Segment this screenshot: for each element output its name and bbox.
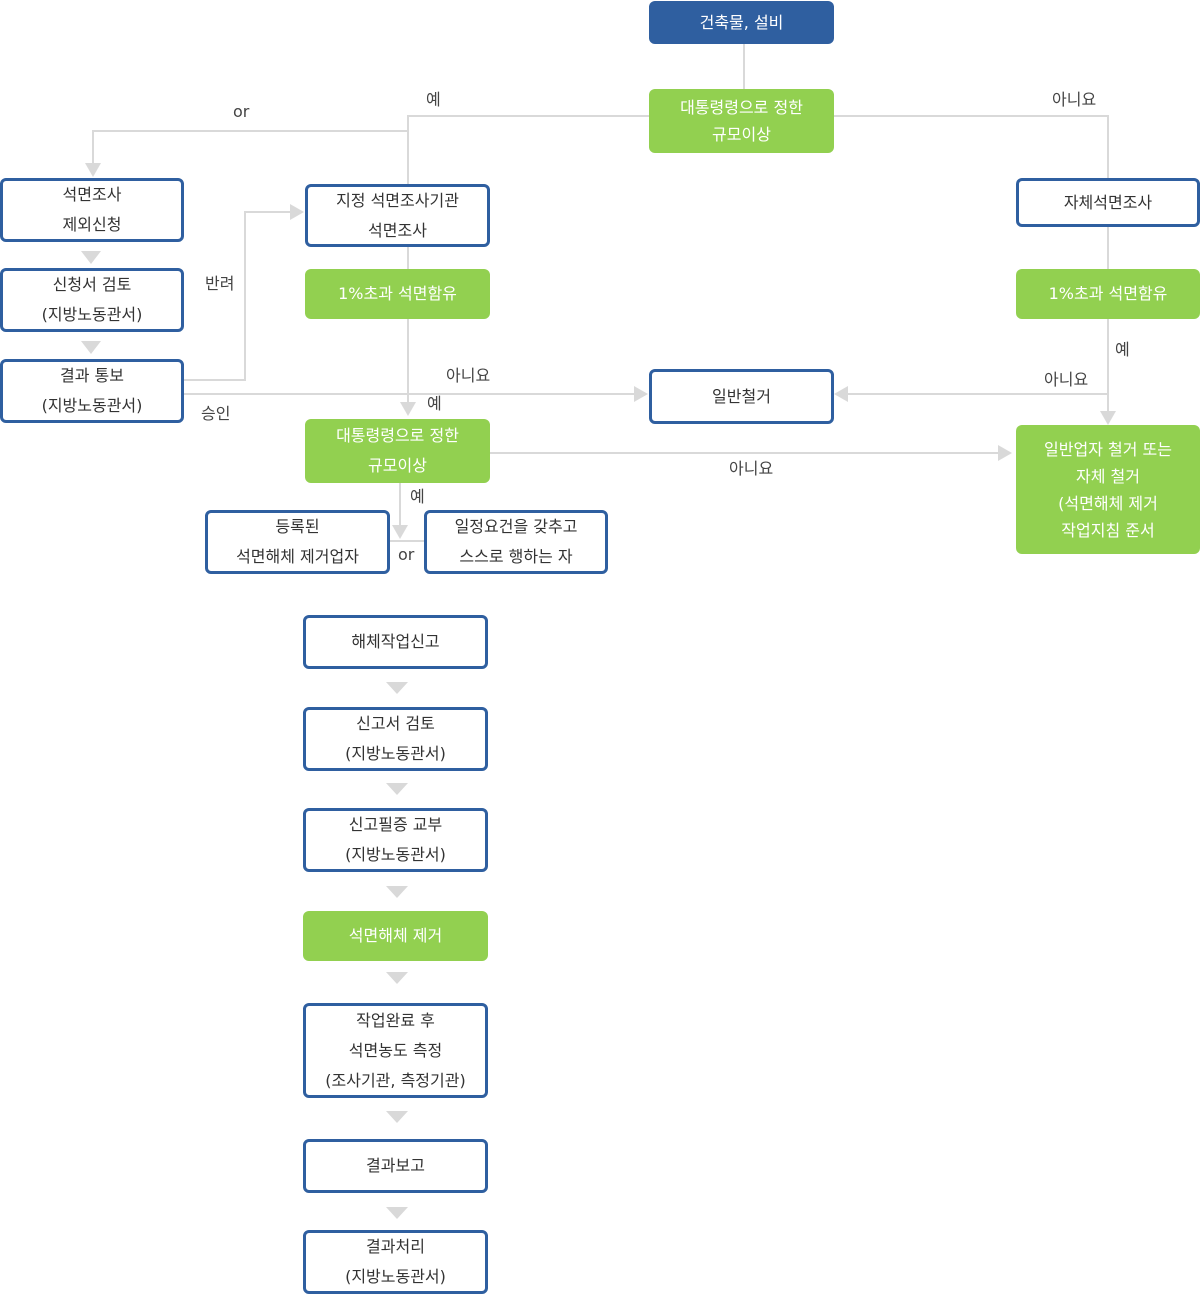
label-yes-scale: 예 bbox=[410, 487, 425, 506]
node-text: 신청서 검토 bbox=[52, 275, 132, 294]
chevron-down-icon bbox=[81, 341, 101, 354]
node-text: 신고필증 교부 bbox=[348, 815, 443, 834]
node-text: (지방노동관서) bbox=[41, 396, 143, 415]
node-text: (지방노동관서) bbox=[345, 744, 446, 763]
node-building: 건축물, 설비 bbox=[649, 1, 834, 44]
node-text: 규모이상 bbox=[368, 456, 427, 475]
node-certificate-issue: 신고필증 교부 (지방노동관서) bbox=[303, 808, 488, 872]
arrowhead bbox=[392, 525, 408, 539]
label-no-mid: 아니요 bbox=[446, 366, 491, 385]
node-text: 석면해체 제거 bbox=[348, 926, 443, 945]
node-general-demolition: 일반철거 bbox=[649, 369, 834, 424]
node-text: 지정 석면조사기관 bbox=[336, 190, 459, 210]
node-scale-mid: 대통령령으로 정한 규모이상 bbox=[305, 419, 490, 483]
label-or-bottom: or bbox=[398, 545, 415, 564]
label-yes-mid: 예 bbox=[427, 394, 442, 413]
node-text: 신고서 검토 bbox=[356, 714, 435, 733]
node-text: 대통령령으로 정한 bbox=[336, 426, 459, 445]
arrowhead bbox=[290, 204, 304, 220]
node-text: 석면해체 제거업자 bbox=[236, 547, 359, 566]
node-text: 결과처리 bbox=[366, 1237, 425, 1256]
node-general-contractor: 일반업자 철거 또는 자체 철거 (석면해체 제거 작업지침 준서 bbox=[1016, 425, 1200, 554]
label-approve: 승인 bbox=[201, 404, 231, 423]
node-text: 결과보고 bbox=[366, 1156, 425, 1175]
chevron-down-icon bbox=[386, 1207, 408, 1219]
node-result-notice: 결과 통보 (지방노동관서) bbox=[0, 359, 184, 423]
node-text: 작업지침 준서 bbox=[1061, 520, 1155, 540]
node-text: 스스로 행하는 자 bbox=[459, 547, 573, 566]
node-qualified-self: 일정요건을 갖추고 스스로 행하는 자 bbox=[424, 510, 608, 574]
label-or-top: or bbox=[233, 102, 250, 121]
node-text: 석면조사 bbox=[368, 220, 427, 240]
node-text: (지방노동관서) bbox=[345, 845, 446, 864]
node-text: 등록된 bbox=[275, 517, 320, 536]
node-concentration-measure: 작업완료 후 석면농도 측정 (조사기관, 측정기관) bbox=[303, 1003, 488, 1098]
node-asbestos-right: 1%초과 석면함유 bbox=[1016, 269, 1200, 319]
node-text: 규모이상 bbox=[712, 125, 771, 144]
node-asbestos-mid: 1%초과 석면함유 bbox=[305, 269, 490, 319]
label-no-top: 아니요 bbox=[1052, 90, 1097, 109]
node-text: (지방노동관서) bbox=[41, 305, 143, 324]
node-demolition-report: 해체작업신고 bbox=[303, 615, 488, 669]
chevron-down-icon bbox=[81, 251, 101, 264]
node-result-report: 결과보고 bbox=[303, 1139, 488, 1193]
node-text: 대통령령으로 정한 bbox=[680, 98, 803, 117]
chevron-down-icon bbox=[386, 682, 408, 694]
node-text: 자체석면조사 bbox=[1063, 192, 1153, 212]
node-text: 1%초과 석면함유 bbox=[338, 284, 457, 303]
node-asbestos-removal: 석면해체 제거 bbox=[303, 911, 488, 961]
node-text: 일반철거 bbox=[712, 386, 771, 406]
node-text: 자체 철거 bbox=[1076, 466, 1140, 486]
node-text: (석면해체 제거 bbox=[1058, 493, 1158, 513]
node-scale-top: 대통령령으로 정한 규모이상 bbox=[649, 89, 834, 153]
label-no-scale: 아니요 bbox=[729, 459, 774, 478]
label-yes-top: 예 bbox=[426, 90, 441, 109]
arrowhead bbox=[834, 386, 848, 402]
node-text: 해체작업신고 bbox=[351, 632, 440, 651]
node-text: (조사기관, 측정기관) bbox=[325, 1070, 466, 1090]
node-text: 일반업자 철거 또는 bbox=[1044, 439, 1172, 459]
node-report-review: 신고서 검토 (지방노동관서) bbox=[303, 707, 488, 771]
arrowhead bbox=[85, 163, 101, 177]
node-text: 석면농도 측정 bbox=[348, 1040, 443, 1060]
arrowhead bbox=[1100, 411, 1116, 425]
arrowhead bbox=[400, 402, 416, 416]
node-application-review: 신청서 검토 (지방노동관서) bbox=[0, 268, 184, 332]
node-registered-contractor: 등록된 석면해체 제거업자 bbox=[205, 510, 390, 574]
node-text: 1%초과 석면함유 bbox=[1048, 284, 1168, 303]
node-text: 제외신청 bbox=[62, 215, 122, 234]
label-no-right: 아니요 bbox=[1044, 370, 1089, 389]
node-text: 작업완료 후 bbox=[356, 1010, 435, 1030]
node-result-process: 결과처리 (지방노동관서) bbox=[303, 1230, 488, 1294]
chevron-down-icon bbox=[386, 1111, 408, 1123]
node-text: 석면조사 bbox=[62, 185, 122, 204]
node-exempt-request: 석면조사 제외신청 bbox=[0, 178, 184, 242]
arrowhead bbox=[634, 386, 648, 402]
node-designated-survey: 지정 석면조사기관 석면조사 bbox=[305, 184, 490, 247]
node-text: 일정요건을 갖추고 bbox=[454, 517, 578, 536]
chevron-down-icon bbox=[386, 886, 408, 898]
chevron-down-icon bbox=[386, 972, 408, 984]
node-text: 건축물, 설비 bbox=[699, 12, 784, 32]
label-yes-right: 예 bbox=[1115, 340, 1130, 359]
node-text: (지방노동관서) bbox=[345, 1267, 446, 1286]
arrowhead bbox=[998, 445, 1012, 461]
node-self-survey: 자체석면조사 bbox=[1016, 178, 1200, 227]
label-reject: 반려 bbox=[205, 274, 235, 293]
chevron-down-icon bbox=[386, 783, 408, 795]
node-text: 결과 통보 bbox=[60, 366, 124, 385]
